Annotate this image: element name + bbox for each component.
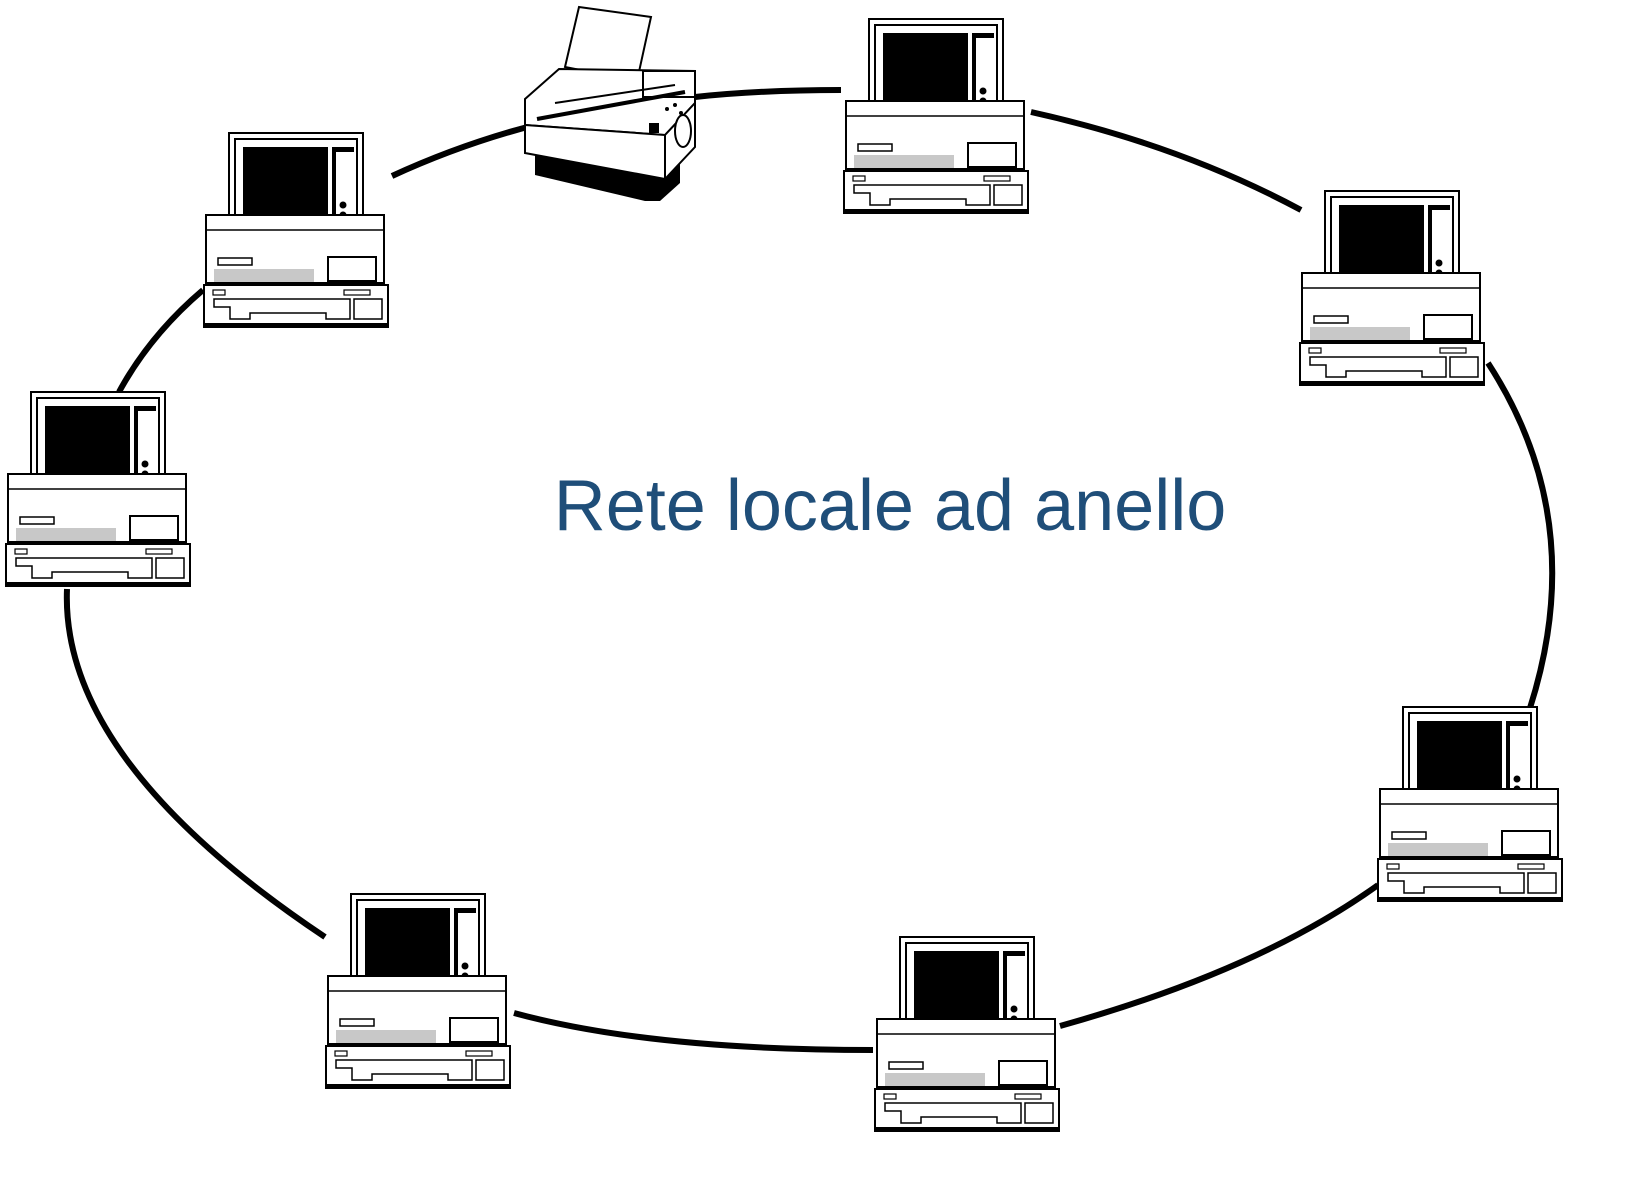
desktop-computer-icon (325, 893, 511, 1089)
desktop-computer-icon (1377, 706, 1563, 902)
diagram-title: Rete locale ad anello (553, 466, 1227, 546)
printer-icon (524, 5, 696, 201)
desktop-computer-icon (1299, 190, 1485, 386)
ring-segment (513, 1010, 874, 1053)
ring-cable (63, 87, 1556, 1053)
ring-segment (694, 87, 842, 100)
desktop-computer-icon (843, 18, 1029, 214)
ring-segment (63, 588, 327, 940)
ring-segment (1030, 109, 1303, 213)
ring-segment (1485, 361, 1556, 709)
ring-segment (116, 287, 205, 394)
desktop-computer-icon (5, 391, 191, 587)
desktop-computer-icon (874, 936, 1060, 1132)
ring-segment (1059, 882, 1380, 1029)
desktop-computer-icon (203, 132, 389, 328)
